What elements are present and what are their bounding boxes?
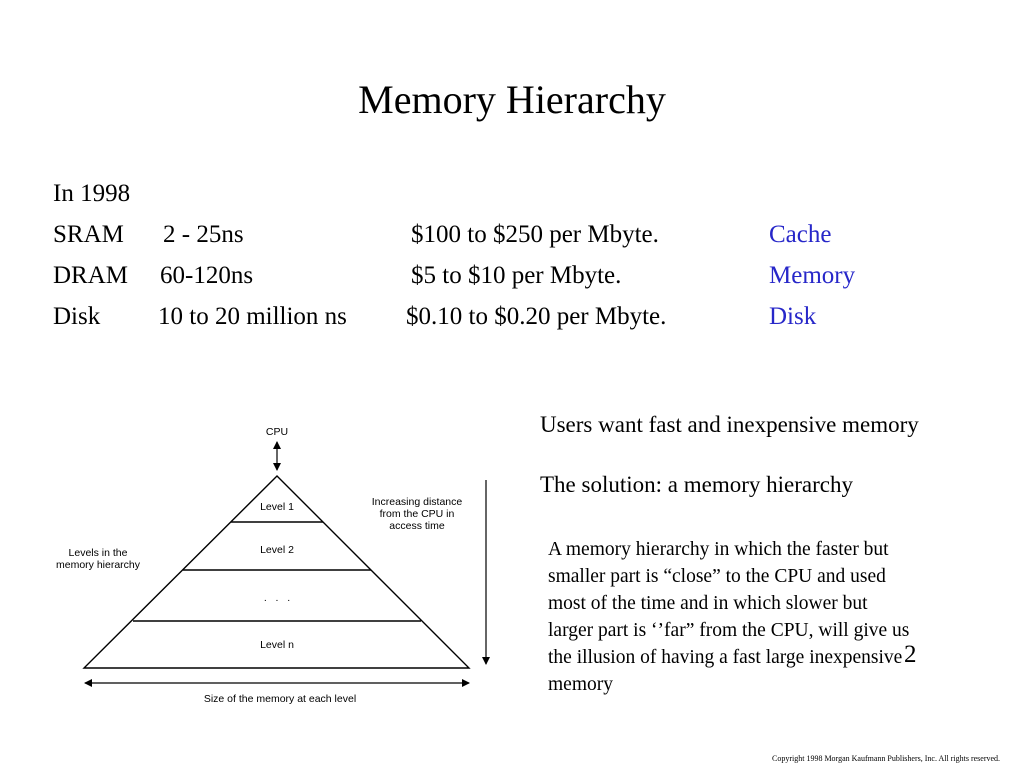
pyramid-outline bbox=[82, 475, 471, 669]
tech-name: DRAM bbox=[53, 262, 129, 289]
year-line: In 1998 bbox=[53, 180, 131, 207]
tech-cost: $0.10 to $0.20 per Mbyte. bbox=[406, 303, 667, 330]
level-ellipsis: . . . bbox=[263, 592, 291, 604]
distance-label-line: Increasing distance bbox=[371, 496, 463, 508]
tech-name: SRAM bbox=[53, 221, 124, 248]
cpu-label: CPU bbox=[265, 426, 289, 438]
level-label: Level 1 bbox=[260, 501, 294, 513]
page-number: 2 bbox=[904, 641, 917, 668]
slide-title: Memory Hierarchy bbox=[358, 77, 666, 122]
tech-cost: $5 to $10 per Mbyte. bbox=[411, 262, 622, 289]
explanation-paragraph: A memory hierarchy in which the faster b… bbox=[548, 536, 988, 698]
levels-label-line: Levels in the bbox=[68, 547, 128, 559]
point-solution: The solution: a memory hierarchy bbox=[540, 472, 853, 497]
paragraph-line: the illusion of having a fast large inex… bbox=[548, 647, 903, 668]
tech-speed: 10 to 20 million ns bbox=[158, 303, 347, 330]
tech-speed: 60-120ns bbox=[160, 262, 254, 289]
paragraph-line: most of the time and in which slower but bbox=[548, 593, 868, 614]
tech-speed: 2 - 25ns bbox=[163, 221, 244, 248]
tech-cost: $100 to $250 per Mbyte. bbox=[411, 221, 659, 248]
levels-label: Levels in the memory hierarchy bbox=[38, 547, 158, 571]
tech-role: Cache bbox=[769, 221, 832, 248]
paragraph-line: A memory hierarchy in which the faster b… bbox=[548, 539, 889, 560]
tech-role: Disk bbox=[769, 303, 817, 330]
paragraph-line: larger part is ‘’far” from the CPU, will… bbox=[548, 620, 910, 641]
distance-label-line: from the CPU in bbox=[379, 508, 455, 520]
size-label: Size of the memory at each level bbox=[203, 693, 357, 705]
tech-role: Memory bbox=[769, 262, 856, 289]
paragraph-line: smaller part is “close” to the CPU and u… bbox=[548, 566, 886, 587]
point-users-want: Users want fast and inexpensive memory bbox=[540, 412, 919, 437]
level-label: Level 2 bbox=[260, 544, 294, 556]
paragraph-line: memory bbox=[548, 674, 613, 695]
distance-label-line: access time bbox=[389, 520, 445, 532]
copyright-notice: Copyright 1998 Morgan Kaufmann Publisher… bbox=[772, 754, 1001, 763]
tech-name: Disk bbox=[53, 303, 101, 330]
level-label: Level n bbox=[260, 639, 294, 651]
distance-label: Increasing distance from the CPU in acce… bbox=[357, 496, 477, 532]
levels-label-line: memory hierarchy bbox=[55, 559, 141, 571]
